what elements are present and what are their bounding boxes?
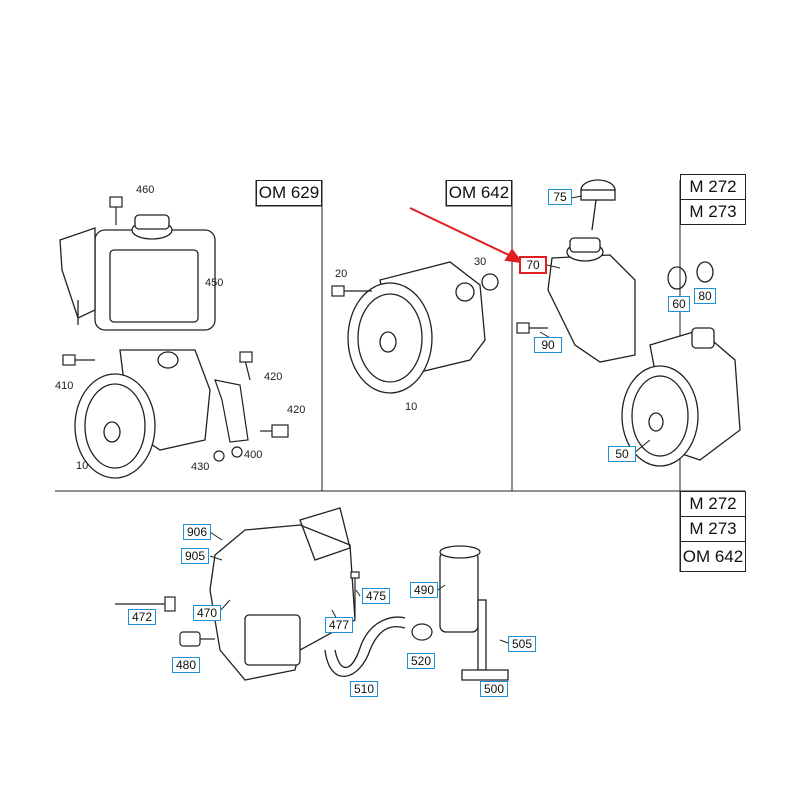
callout-500[interactable]: 500 [480, 681, 508, 697]
callout-70[interactable]: 70 [519, 256, 547, 274]
part-number-400: 400 [244, 449, 263, 461]
engine-label-om629: OM 629 [256, 180, 322, 206]
engine-label-om642-bottom: OM 642 [680, 541, 746, 572]
m272-rings [667, 261, 714, 290]
om629-bracket-400 [213, 351, 289, 462]
engine-label-m272-bottom: M 272 [680, 491, 746, 517]
om629-bolt-410 [62, 354, 95, 366]
part-number-420: 420 [264, 371, 283, 383]
om642-bolt-20 [331, 285, 372, 297]
bottom-cable-472 [115, 596, 176, 612]
bottom-bolt-475 [350, 571, 360, 618]
callout-490[interactable]: 490 [410, 582, 438, 598]
om642-pump [347, 261, 499, 394]
part-number-10-om642: 10 [405, 401, 418, 413]
m272-bolt-90 [516, 322, 548, 334]
engine-label-m273-bottom: M 273 [680, 516, 746, 542]
callout-472[interactable]: 472 [128, 609, 156, 625]
part-number-460: 460 [136, 184, 155, 196]
part-number-410: 410 [55, 380, 74, 392]
part-number-20: 20 [335, 268, 348, 280]
part-number-420-second: 420 [287, 404, 306, 416]
bottom-sensor-480 [179, 631, 215, 647]
callout-475[interactable]: 475 [362, 588, 390, 604]
callout-75[interactable]: 75 [548, 189, 572, 205]
part-number-430: 430 [191, 461, 210, 473]
callout-477[interactable]: 477 [325, 617, 353, 633]
bottom-pump-assembly [209, 507, 356, 681]
callout-50[interactable]: 50 [608, 446, 636, 462]
m272-cap-75 [580, 179, 616, 231]
om629-pump [74, 349, 211, 479]
callout-905[interactable]: 905 [181, 548, 209, 564]
part-number-10: 10 [76, 460, 89, 472]
part-number-30: 30 [474, 256, 487, 268]
bottom-reservoir-490 [439, 545, 481, 633]
callout-90[interactable]: 90 [534, 337, 562, 353]
bottom-hose-510 [324, 616, 406, 678]
engine-label-om642: OM 642 [446, 180, 512, 206]
m272-pump [621, 327, 741, 467]
bottom-clamp-520 [411, 623, 433, 641]
callout-480[interactable]: 480 [172, 657, 200, 673]
om629-reservoir [59, 214, 216, 331]
m272-reservoir-70 [547, 237, 636, 363]
callout-510[interactable]: 510 [350, 681, 378, 697]
callout-505[interactable]: 505 [508, 636, 536, 652]
highlight-arrow [409, 207, 524, 264]
callout-906[interactable]: 906 [183, 524, 211, 540]
callout-80[interactable]: 80 [694, 288, 716, 304]
bottom-bracket-500 [461, 599, 509, 681]
engine-label-m272: M 272 [680, 174, 746, 200]
callout-470[interactable]: 470 [193, 605, 221, 621]
callout-60[interactable]: 60 [668, 296, 690, 312]
part-number-450: 450 [205, 277, 224, 289]
engine-label-m273: M 273 [680, 199, 746, 225]
callout-520[interactable]: 520 [407, 653, 435, 669]
om629-bolt-460 [109, 196, 123, 225]
